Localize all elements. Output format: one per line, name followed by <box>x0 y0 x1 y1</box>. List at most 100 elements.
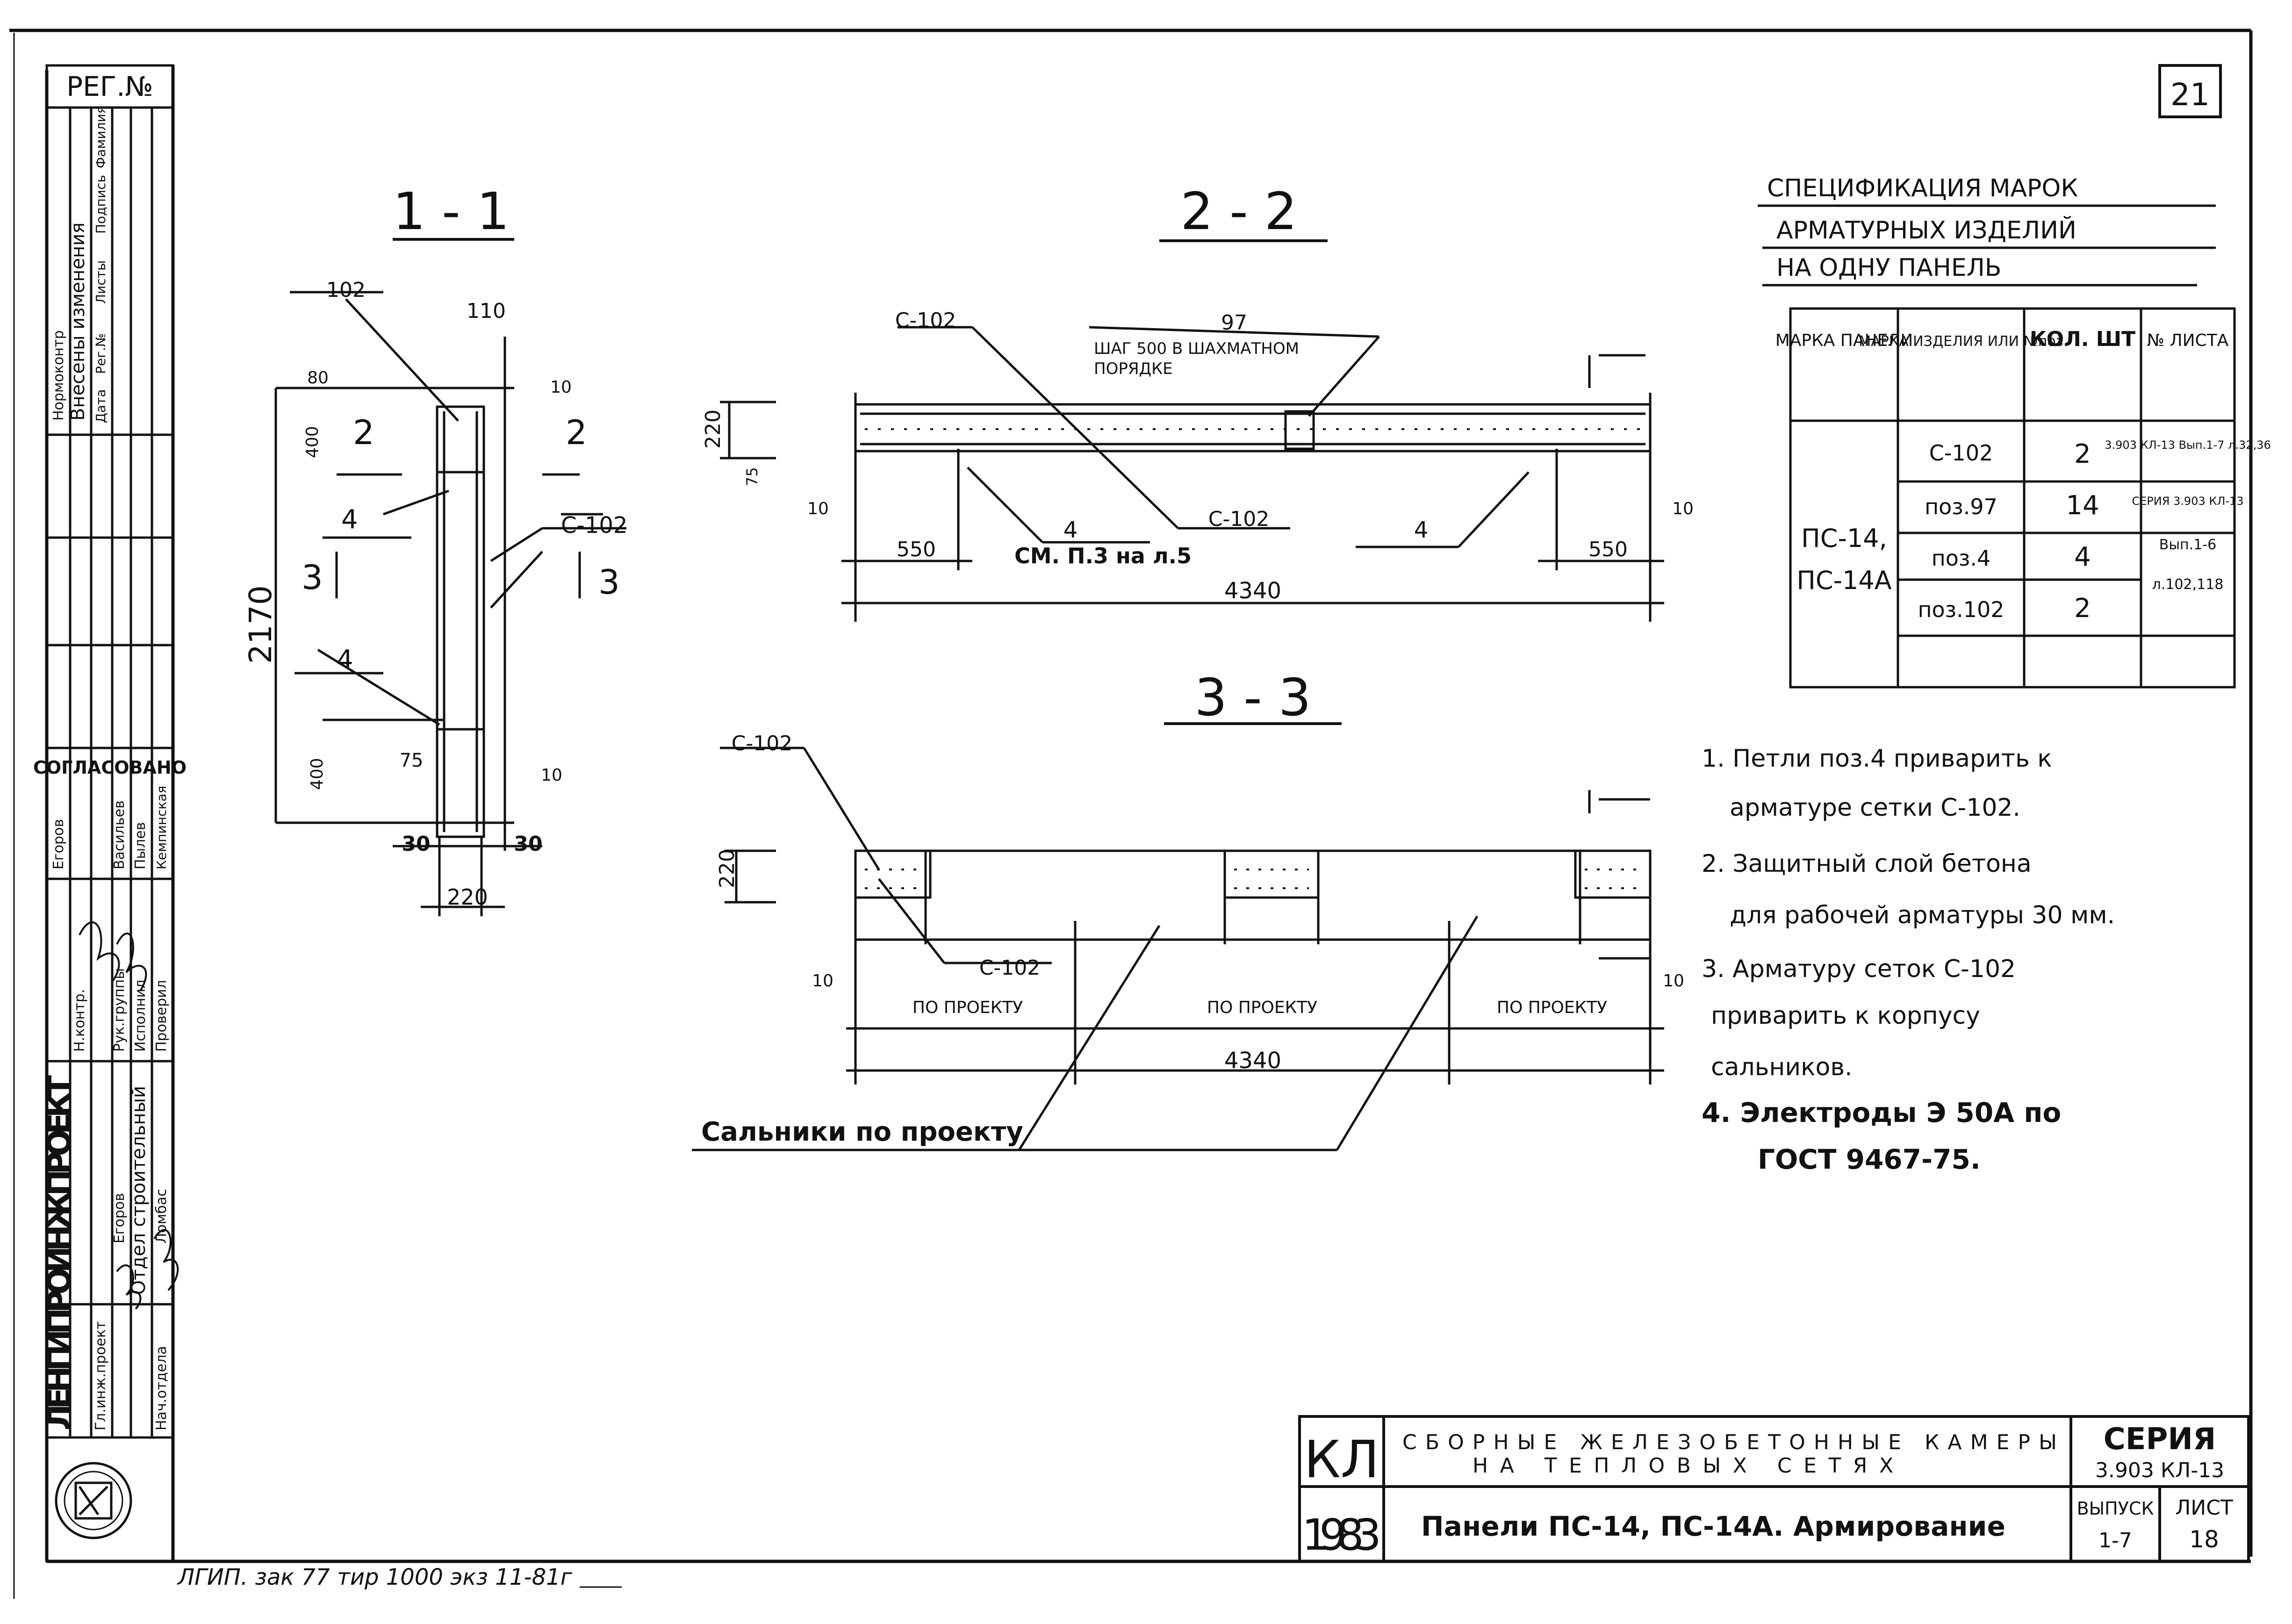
note-line-8: 4. Электроды Э 50А по <box>1702 1097 2061 1128</box>
s22-label-4: ПОРЯДКЕ <box>1094 359 1173 378</box>
note-line-4: для рабочей арматуры 30 мм. <box>1730 901 2115 929</box>
org-name: ЛЕНГИПРОИНЖПРОЕКТ <box>41 1075 78 1430</box>
spec-row4-sheet: л.102,118 <box>2152 576 2224 593</box>
changes-col-date: Дата <box>93 389 108 423</box>
s11-height: 2170 <box>243 585 279 664</box>
s11-label-2: 110 <box>467 299 506 323</box>
s11-width: 220 <box>447 884 488 910</box>
tb-issue-label: ВЫПУСК <box>2077 1498 2154 1519</box>
note-line-7: сальников. <box>1711 1053 1853 1081</box>
s22-label-14: 550 <box>1588 538 1628 561</box>
role-executed: Исполнил <box>132 980 149 1052</box>
s22-label-2: 97 <box>1221 311 1247 335</box>
spec-header-panel: МАРКА ПАНЕЛИ <box>1775 331 1913 350</box>
s11-label-14: 400 <box>308 758 327 790</box>
s11-cut-2-left: 2 <box>353 413 374 452</box>
s22-note-ref: СМ. П.3 на л.5 <box>1014 543 1192 568</box>
reg-label: РЕГ.№ <box>66 71 153 102</box>
spec-title-1: СПЕЦИФИКАЦИЯ МАРОК <box>1767 174 2078 202</box>
note-line-1: 1. Петли поз.4 приварить к <box>1702 745 2052 773</box>
role-name-2: Ломбас <box>153 1189 170 1243</box>
s11-label-5: 400 <box>303 426 322 458</box>
tb-series-label: СЕРИЯ <box>2104 1422 2216 1457</box>
agreed-name-4: Кемпинская <box>154 786 169 869</box>
tb-code: КЛ <box>1304 1430 1380 1489</box>
spec-title-3: НА ОДНУ ПАНЕЛЬ <box>1776 254 2001 282</box>
s33-by-project-1: ПО ПРОЕКТУ <box>912 998 1023 1017</box>
spec-row2-item: поз.97 <box>1925 494 1997 519</box>
spec-panel-1: ПС-14, <box>1801 524 1887 553</box>
s22-label-5: 220 <box>701 410 725 449</box>
section-3-3: 3 - 3 <box>692 668 1684 1151</box>
s33-length: 4340 <box>1224 1048 1281 1074</box>
normcontrol-label: Нормоконтр <box>50 330 67 421</box>
s33-label-1: С-102 <box>732 732 793 755</box>
s33-label-3: 10 <box>812 971 833 991</box>
spec-row3-qty: 4 <box>2074 542 2091 572</box>
org-logo <box>55 1462 132 1539</box>
role-group-lead: Рук.группы <box>111 968 128 1052</box>
spec-row1-qty: 2 <box>2074 439 2091 469</box>
s33-label-2: 220 <box>715 849 739 888</box>
role-head-of-dept: Нач.отдела <box>153 1346 170 1430</box>
tb-issue: 1-7 <box>2098 1529 2132 1552</box>
changes-header: Внесены изменения <box>67 223 89 421</box>
s11-label-4: 10 <box>550 378 572 397</box>
tb-year: 1983 <box>1302 1510 1381 1560</box>
s11-cut-2-right: 2 <box>566 413 587 452</box>
s22-label-8: 550 <box>897 538 936 561</box>
s11-label-8: 4 <box>341 504 358 535</box>
note-line-3: 2. Защитный слой бетона <box>1702 850 2032 878</box>
s11-label-17: 30 <box>402 832 430 856</box>
s22-label-12: 4 <box>1414 517 1429 543</box>
tb-sheet: 18 <box>2189 1526 2219 1553</box>
role-department: Отдел строительный <box>128 1086 150 1295</box>
print-note: ЛГИП. зак 77 тир 1000 экз 11-81г <box>177 1564 573 1590</box>
note-line-2: арматуре сетки С-102. <box>1730 794 2020 822</box>
s33-by-project-2: ПО ПРОЕКТУ <box>1207 998 1317 1017</box>
s22-label-3: ШАГ 500 В ШАХМАТНОМ <box>1094 339 1299 358</box>
s11-cut-3-left: 3 <box>302 558 323 597</box>
left-stamp <box>45 64 174 1563</box>
tb-sheet-label: ЛИСТ <box>2175 1496 2233 1520</box>
s11-label-18: 30 <box>514 832 542 856</box>
changes-col-surname: Фамилия <box>93 106 108 168</box>
section-3-3-title: 3 - 3 <box>1194 668 1311 727</box>
s11-label-3: 80 <box>307 368 329 388</box>
changes-col-reg: Рег.№ <box>93 333 108 374</box>
note-line-9: ГОСТ 9467-75. <box>1758 1143 1981 1175</box>
section-1-1-title: 1 - 1 <box>393 181 510 241</box>
spec-row2-qty: 14 <box>2066 490 2099 521</box>
general-notes: 1. Петли поз.4 приварить к арматуре сетк… <box>1702 745 2115 1175</box>
s22-label-9: 4 <box>1063 517 1078 543</box>
s22-length: 4340 <box>1224 578 1281 604</box>
s11-cut-3-right: 3 <box>598 562 620 602</box>
s33-label-8: 10 <box>1663 971 1684 991</box>
s33-label-4: С-102 <box>979 956 1041 980</box>
role-checked: Проверил <box>153 980 170 1052</box>
tb-project-2: НА ТЕПЛОВЫХ СЕТЯХ <box>1473 1454 1893 1478</box>
changes-col-signature: Подпись <box>93 175 108 234</box>
spec-row2-sheet: СЕРИЯ 3.903 КЛ-13 <box>2132 495 2243 508</box>
section-1-1: 1 - 1 <box>243 181 627 916</box>
page-number-box: 21 <box>2158 64 2222 118</box>
s11-label-9: С-102 <box>561 512 627 539</box>
spec-table: СПЕЦИФИКАЦИЯ МАРОК АРМАТУРНЫХ ИЗДЕЛИЙ НА… <box>1758 174 2271 689</box>
s33-callout: Сальники по проекту <box>701 1117 1023 1147</box>
s22-label-13: 10 <box>1672 499 1694 518</box>
s11-label-16: 10 <box>541 766 562 785</box>
role-chief-engineer: Гл.инж.проект <box>93 1321 109 1430</box>
s22-label-7: 10 <box>807 499 829 518</box>
tb-drawing-title: Панели ПС-14, ПС-14А. Армирование <box>1421 1510 2005 1542</box>
s22-label-10: С-102 <box>1208 507 1270 531</box>
spec-row1-sheet: 3.903 КЛ-13 Вып.1-7 л.32,36 <box>2105 438 2271 452</box>
spec-header-sheet: № ЛИСТА <box>2147 331 2229 350</box>
s22-label-1: С-102 <box>895 309 956 332</box>
spec-row4-qty: 2 <box>2074 593 2091 624</box>
spec-panel-2: ПС-14А <box>1796 566 1892 595</box>
role-name-1: Егоров <box>111 1193 128 1243</box>
s11-label-13: 4 <box>337 645 353 675</box>
title-block: КЛ 1983 СБОРНЫЕ ЖЕЛЕЗОБЕТОННЫЕ КАМЕРЫ НА… <box>1298 1415 2250 1563</box>
spec-row3-sheet: Вып.1-6 <box>2159 537 2216 553</box>
